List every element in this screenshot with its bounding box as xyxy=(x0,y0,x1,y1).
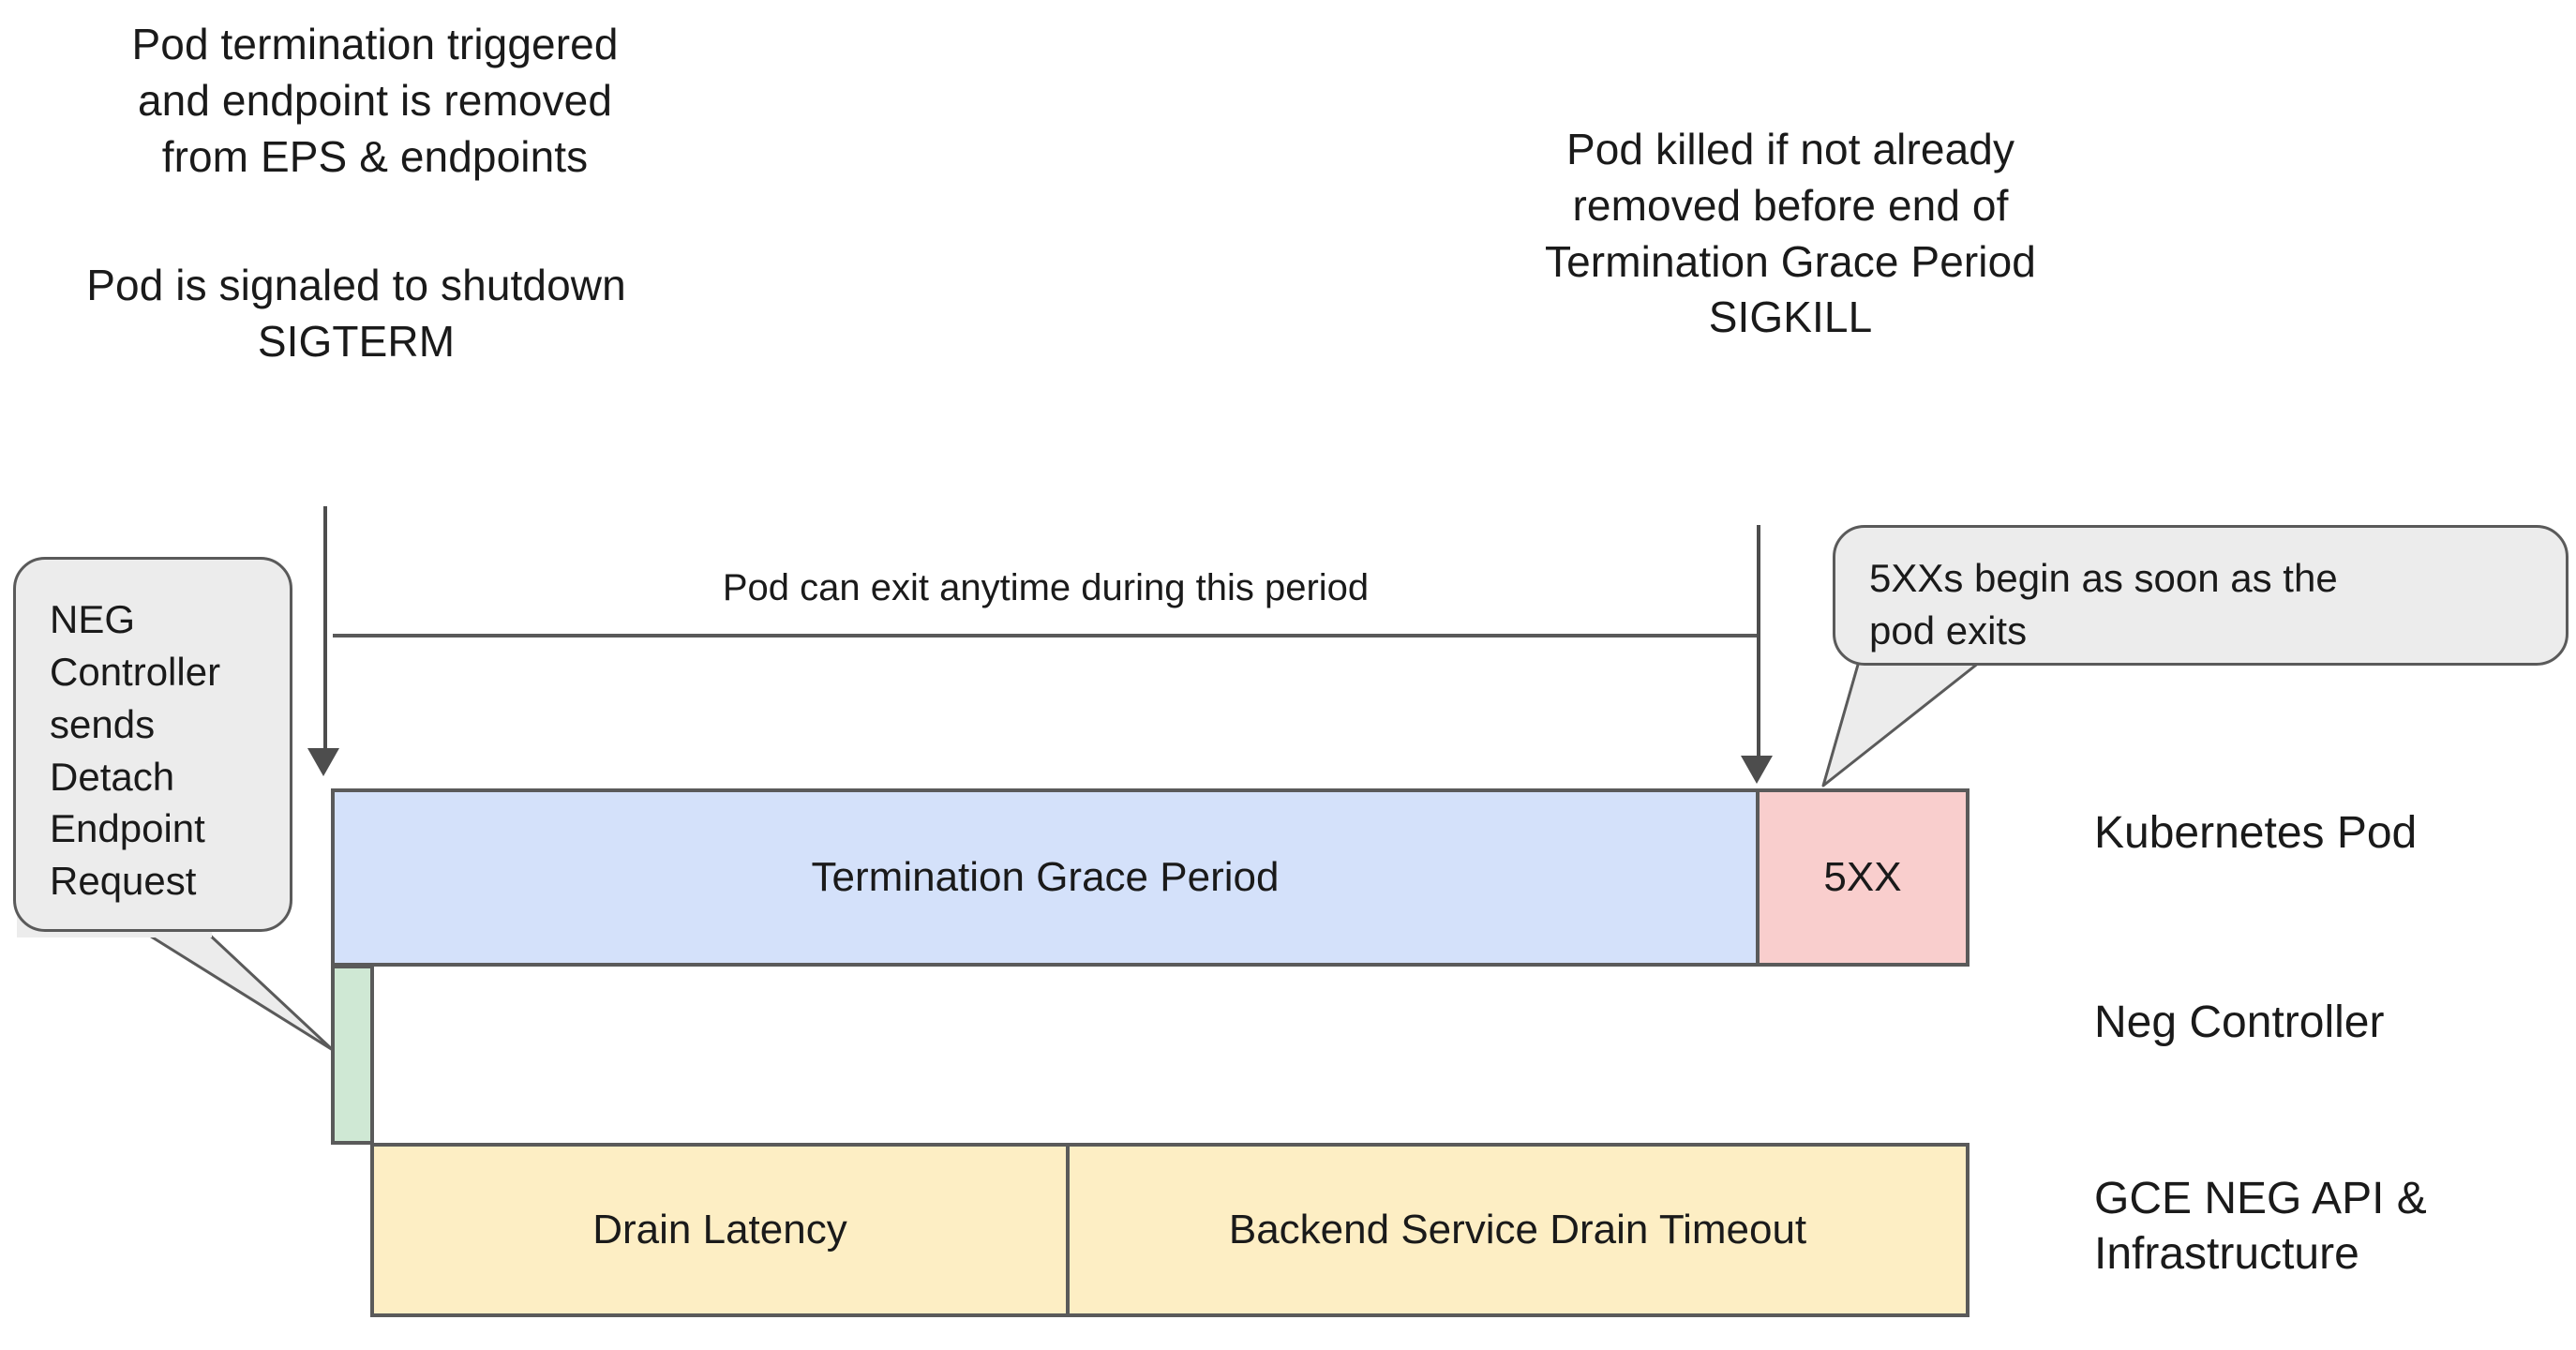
lane-label-kubernetes-pod: Kubernetes Pod xyxy=(2094,808,2418,858)
callout-neg-detach-text: NEG Controller sends Detach Endpoint Req… xyxy=(50,597,221,904)
arrow-down-termination-start-head xyxy=(307,748,339,776)
arrow-down-sigkill-shaft xyxy=(1757,525,1760,758)
callout-5xx-begin: 5XXs begin as soon as the pod exits xyxy=(1833,525,2569,666)
note-pod-sigterm: Pod is signaled to shutdown SIGTERM xyxy=(86,261,626,366)
bar-drain-latency-label: Drain Latency xyxy=(592,1207,847,1252)
arrow-down-sigkill-head xyxy=(1741,756,1773,784)
lane-label-gce-neg-api: GCE NEG API & Infrastructure xyxy=(2094,1174,2427,1279)
arrow-down-termination-start-shaft xyxy=(323,506,327,750)
note-pod-termination-triggered: Pod termination triggered and endpoint i… xyxy=(131,20,619,181)
bar-backend-service-drain-timeout: Backend Service Drain Timeout xyxy=(1066,1143,1969,1317)
callout-5xx-begin-text: 5XXs begin as soon as the pod exits xyxy=(1869,556,2338,652)
bar-termination-grace-period: Termination Grace Period xyxy=(331,788,1760,967)
note-pod-sigkill: Pod killed if not already removed before… xyxy=(1545,125,2036,342)
bar-5xx-label: 5XX xyxy=(1823,854,1902,900)
bar-drain-latency: Drain Latency xyxy=(370,1143,1070,1317)
callout-neg-detach: NEG Controller sends Detach Endpoint Req… xyxy=(13,557,292,932)
period-span-line xyxy=(333,634,1759,638)
bar-neg-controller-detach xyxy=(331,965,374,1145)
bar-5xx: 5XX xyxy=(1756,788,1969,967)
bar-backend-service-drain-timeout-label: Backend Service Drain Timeout xyxy=(1228,1207,1807,1252)
lane-label-neg-controller: Neg Controller xyxy=(2094,998,2385,1047)
neg-lane-divider xyxy=(370,965,374,1145)
bar-termination-grace-period-label: Termination Grace Period xyxy=(811,854,1280,900)
period-caption: Pod can exit anytime during this period xyxy=(722,567,1370,608)
